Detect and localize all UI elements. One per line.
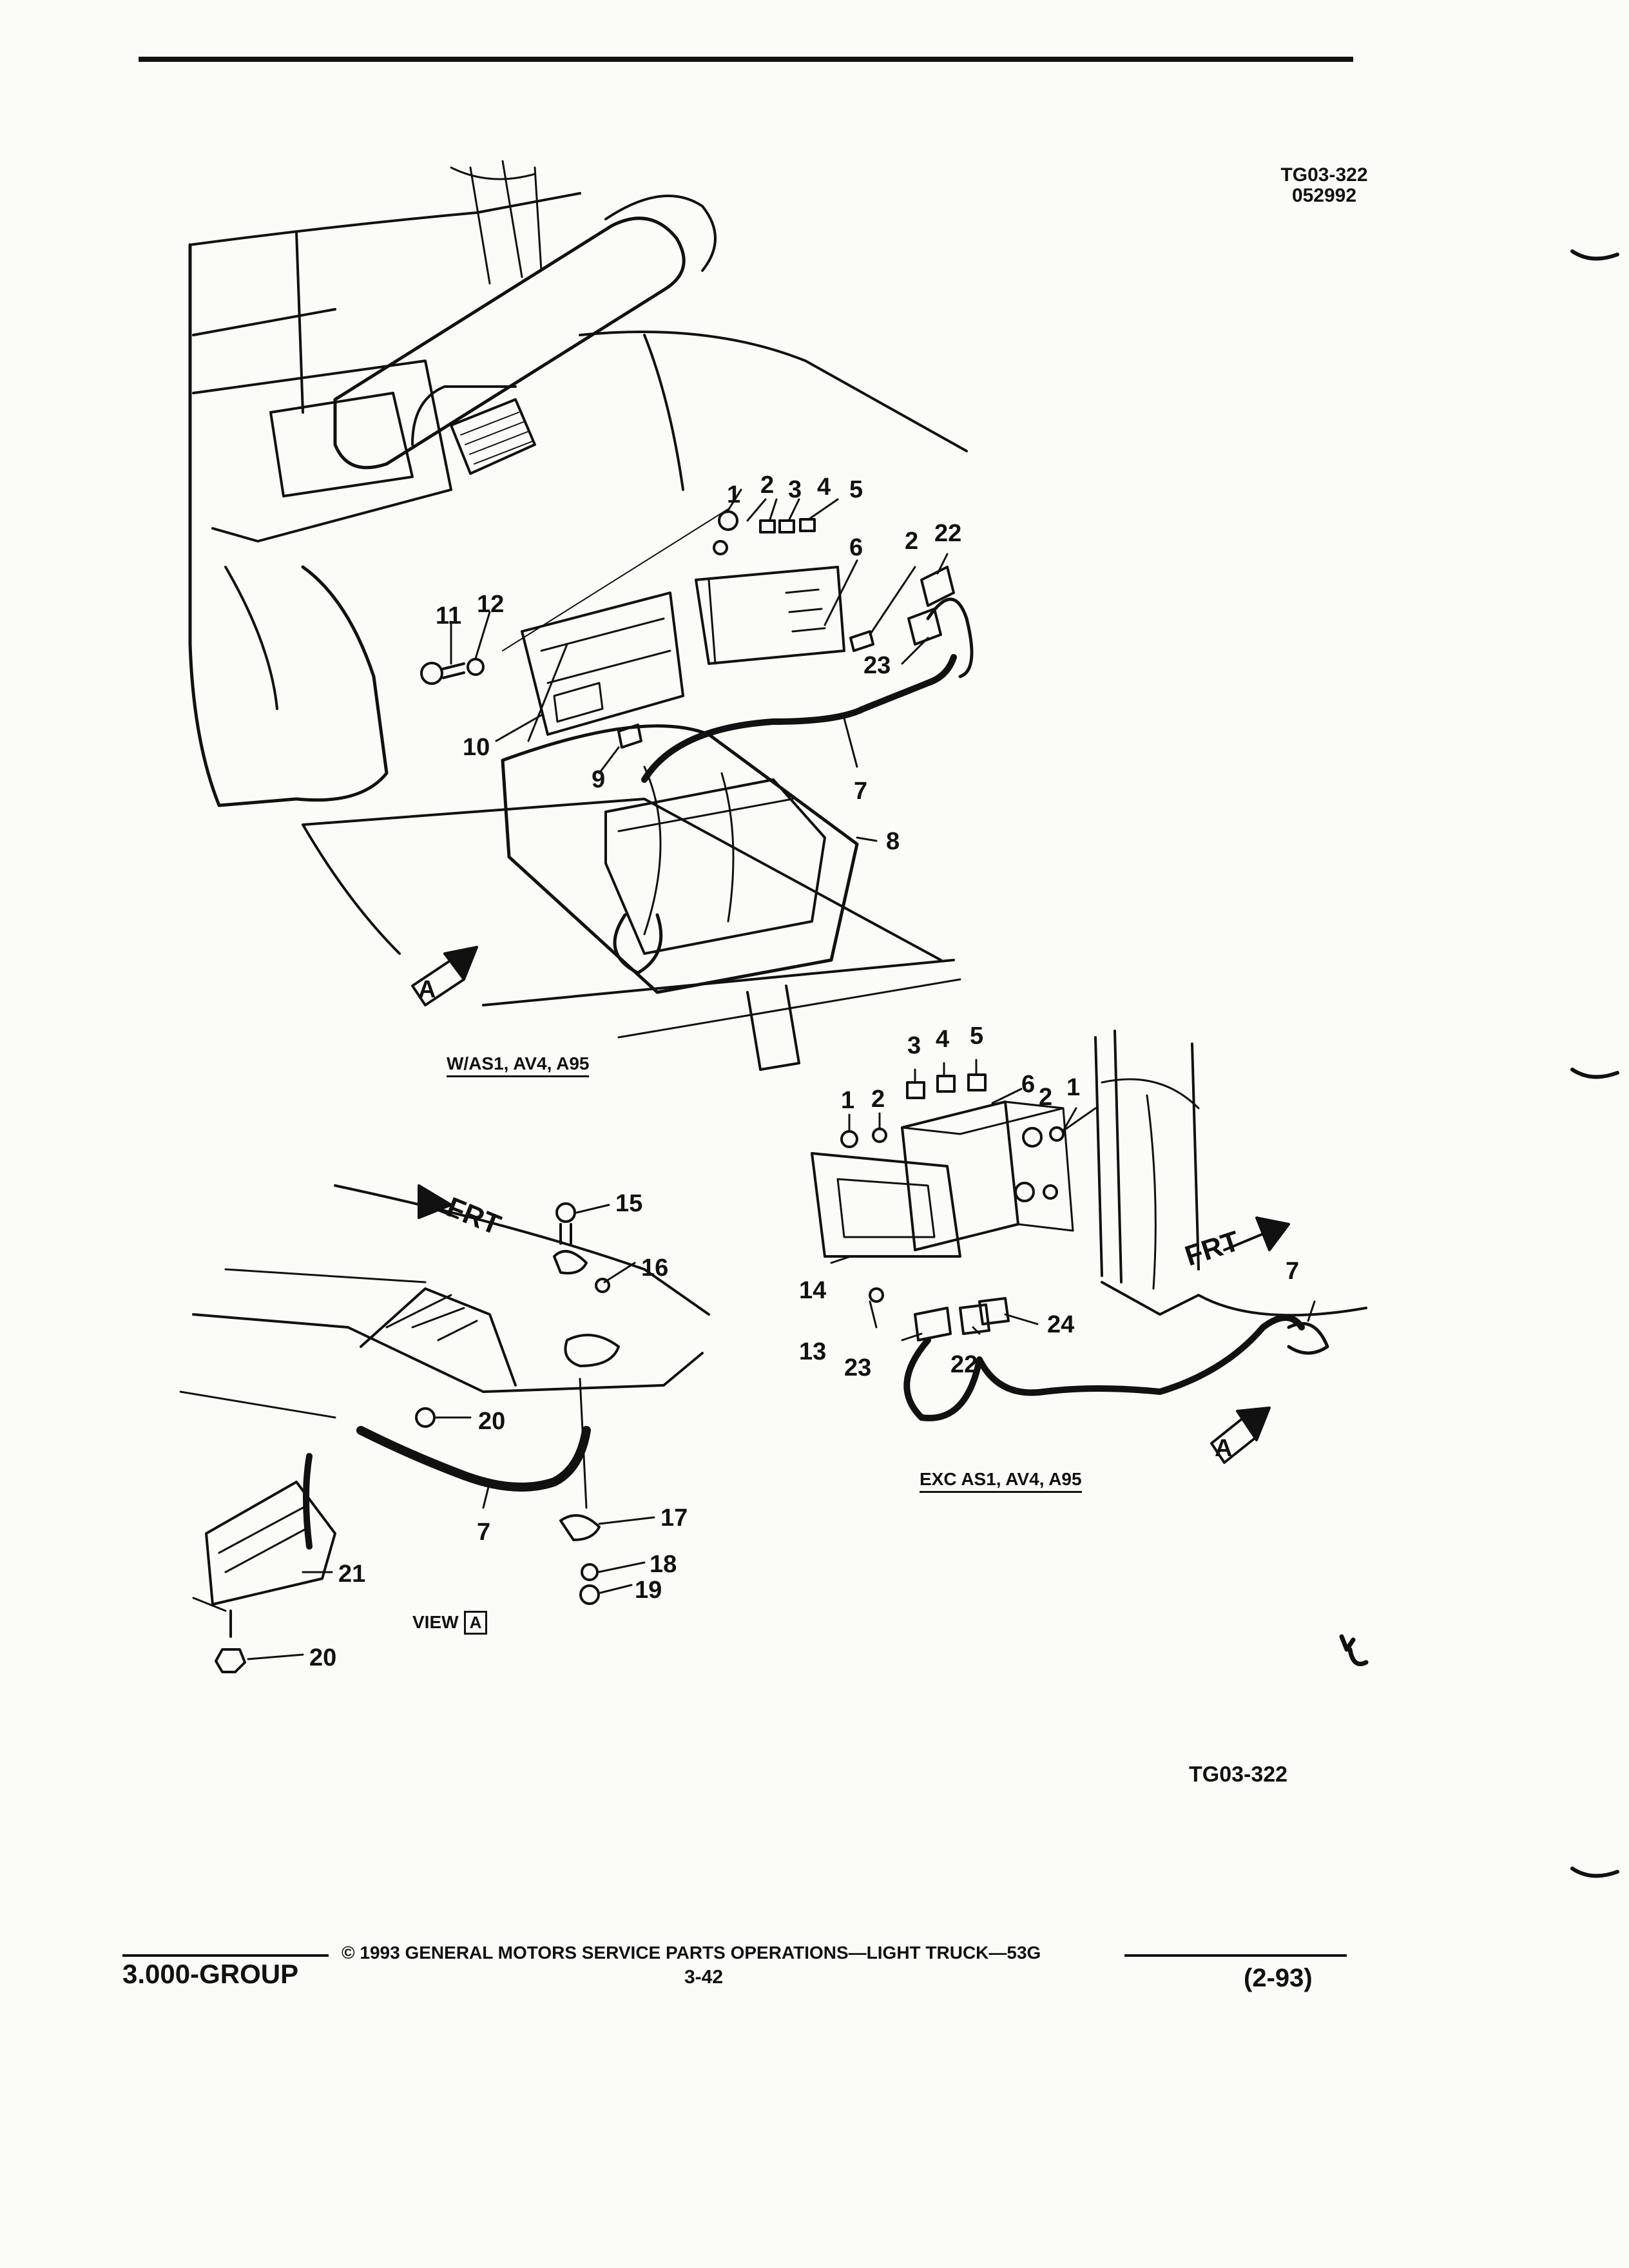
footer-rule-left [122, 1954, 329, 1957]
callout-22: 22 [934, 520, 961, 547]
left-view-caption: W/AS1, AV4, A95 [447, 1053, 590, 1077]
continuation-mark [1339, 1634, 1369, 1666]
front-direction-right: FRT [1181, 1225, 1244, 1272]
callout-r14: 14 [799, 1277, 826, 1304]
callout-r6: 6 [1021, 1071, 1035, 1098]
callout-r24: 24 [1047, 1311, 1074, 1338]
callout-7: 7 [854, 778, 867, 805]
callout-9: 9 [592, 766, 605, 793]
callout-l19: 19 [635, 1577, 662, 1604]
drawing-ref-number: TG03-322 [1280, 164, 1368, 186]
callout-r13: 13 [799, 1338, 826, 1365]
callout-l18: 18 [650, 1551, 677, 1578]
callout-1: 1 [727, 481, 740, 508]
margin-mark-2 [1570, 1068, 1619, 1079]
footer-revision-date: (2-93) [1244, 1964, 1313, 1992]
callout-5: 5 [849, 476, 863, 503]
callout-l21: 21 [338, 1561, 365, 1588]
left-view-drawing: FRT 15 16 20 7 17 21 18 19 20 [179, 1184, 710, 1673]
callout-l15: 15 [615, 1190, 642, 1217]
callout-r4: 4 [936, 1026, 949, 1053]
view-a-marker-right: A [1215, 1435, 1232, 1462]
callout-r7: 7 [1286, 1258, 1299, 1285]
callout-r23: 23 [844, 1354, 871, 1381]
callout-l20b: 20 [309, 1644, 336, 1671]
callout-2b: 2 [905, 528, 918, 555]
callout-l16: 16 [641, 1254, 668, 1282]
footer-copyright: © 1993 GENERAL MOTORS SERVICE PARTS OPER… [342, 1943, 1041, 1963]
callout-2: 2 [760, 472, 774, 499]
margin-mark-3 [1570, 1867, 1619, 1878]
right-view-caption: EXC AS1, AV4, A95 [920, 1469, 1082, 1493]
callout-23: 23 [863, 652, 891, 679]
callout-r2b: 2 [1039, 1084, 1052, 1111]
callout-11: 11 [436, 602, 461, 629]
callout-4: 4 [817, 474, 831, 501]
drawing-reference: TG03-322 052992 [1260, 165, 1389, 206]
callout-r3: 3 [907, 1032, 921, 1059]
front-direction-left: FRT [442, 1191, 505, 1242]
callout-r5: 5 [970, 1023, 983, 1050]
footer-rule-right [1124, 1954, 1347, 1957]
callout-r2: 2 [871, 1086, 885, 1113]
drawing-ref-date: 052992 [1291, 185, 1357, 206]
callout-12: 12 [477, 591, 504, 618]
footer-group-code: 3.000-GROUP [122, 1959, 299, 1989]
callout-3: 3 [788, 476, 802, 503]
top-view-drawing: A 1 2 3 4 5 6 2 22 11 12 23 10 9 7 8 [188, 160, 974, 1071]
callout-l20: 20 [478, 1408, 505, 1435]
bottom-drawing-reference: TG03-322 [1189, 1762, 1288, 1787]
footer-page-number: 3-42 [684, 1966, 724, 1988]
callout-l17: 17 [660, 1504, 688, 1532]
top-rule [139, 57, 1353, 62]
callout-l7: 7 [477, 1519, 490, 1546]
callout-r1b: 1 [1066, 1074, 1080, 1101]
view-label-box: A [463, 1611, 488, 1635]
callout-6: 6 [849, 534, 863, 561]
view-label-text: VIEW [412, 1612, 459, 1632]
margin-mark-1 [1570, 249, 1619, 261]
view-a-marker-top: A [418, 976, 436, 1003]
right-view-drawing: FRT A 3 4 5 1 2 6 2 1 14 13 23 22 24 7 [799, 1023, 1367, 1464]
callout-r22: 22 [950, 1351, 978, 1378]
callout-r1: 1 [841, 1087, 854, 1114]
callout-8: 8 [886, 828, 900, 855]
callout-10: 10 [463, 734, 490, 761]
